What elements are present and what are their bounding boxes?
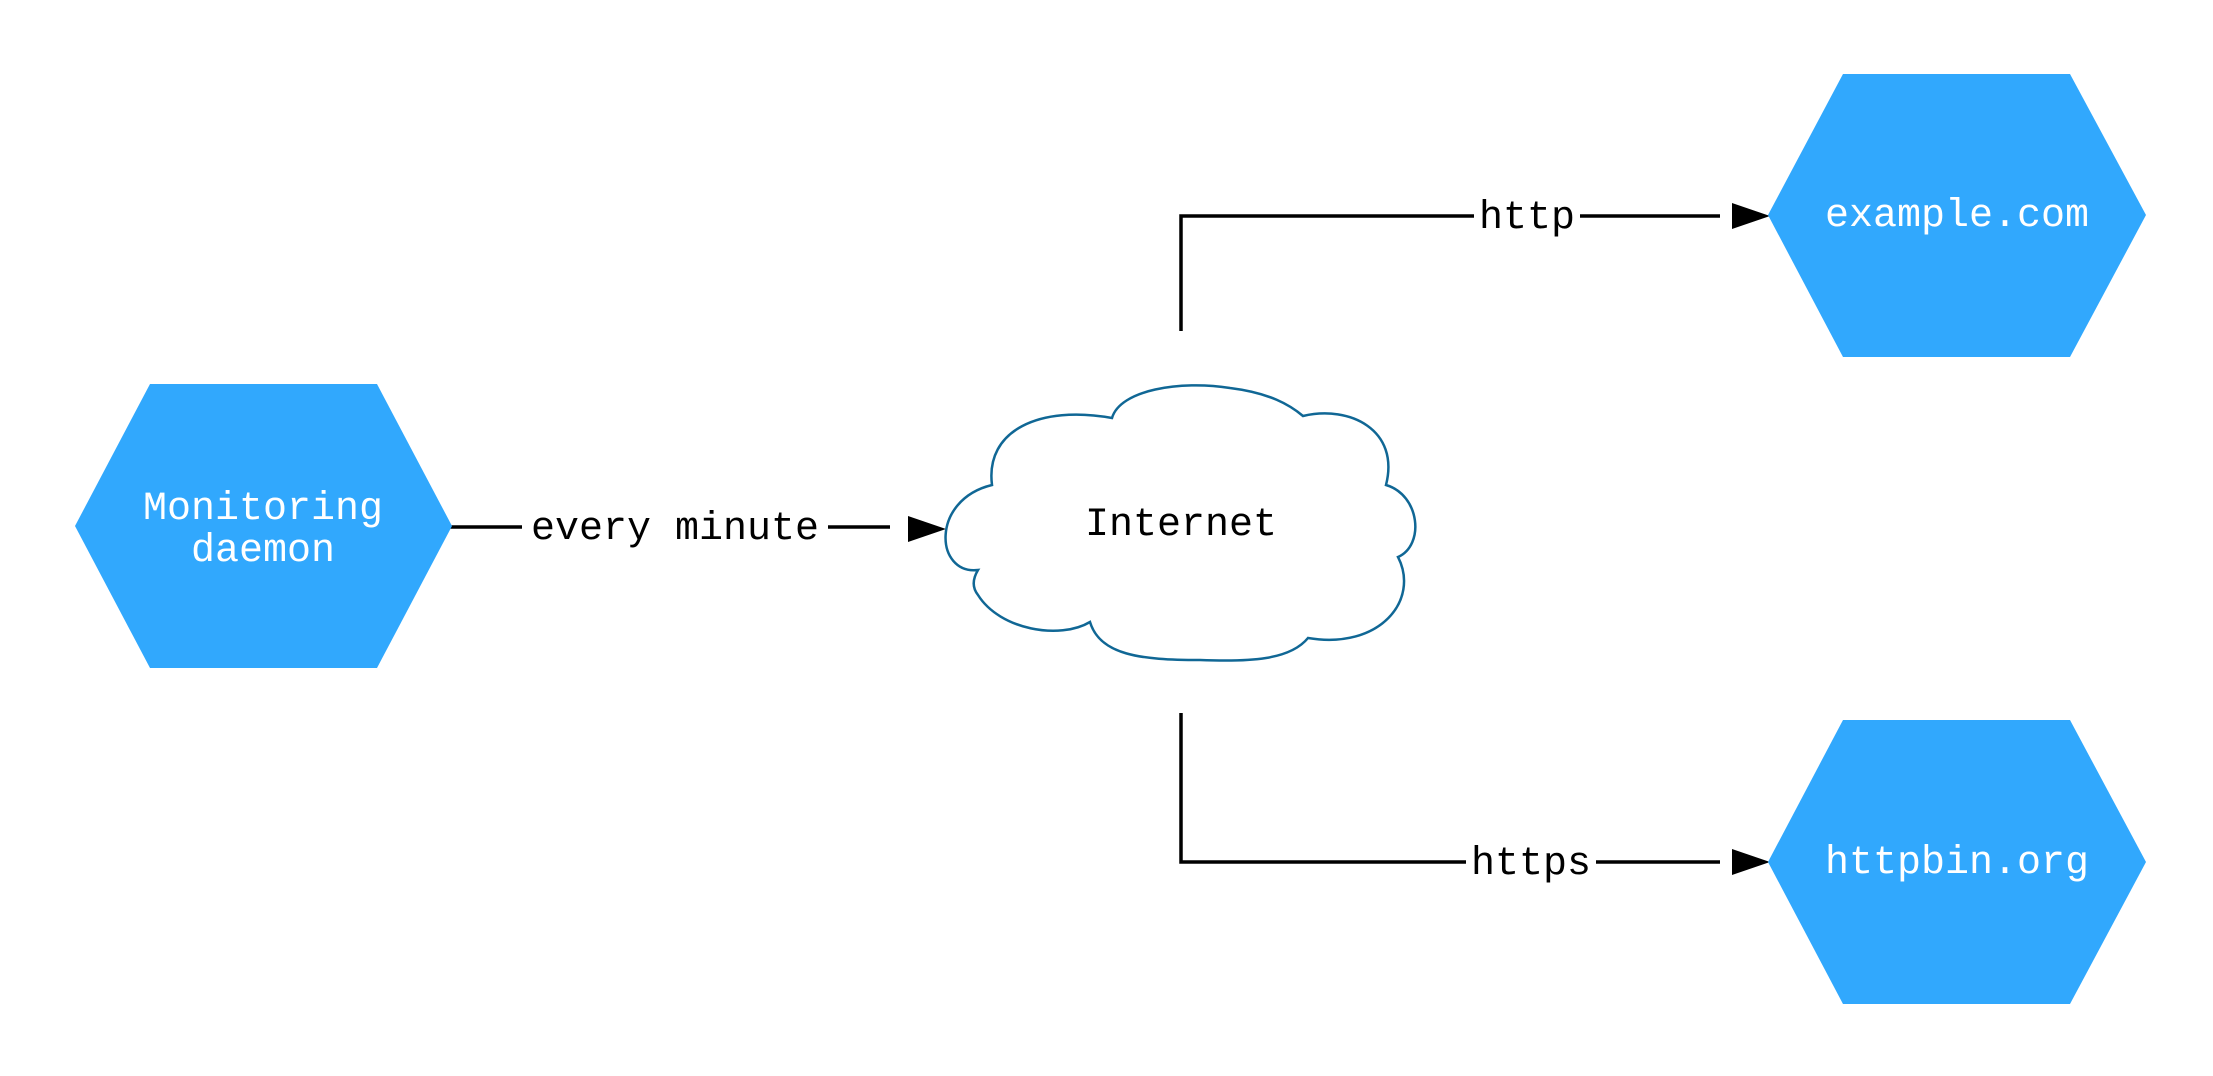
node-internet: Internet: [944, 384, 1417, 662]
node-label-httpbin-org: httpbin.org: [1825, 841, 2089, 886]
edge-monitor-to-internet: every minute: [450, 496, 946, 556]
node-httpbin-org: httpbin.org: [1768, 720, 2146, 1004]
edge-internet-to-example: http: [1179, 186, 1770, 331]
edge-label-every-minute: every minute: [531, 507, 819, 552]
edge-label-https: https: [1471, 842, 1591, 887]
node-label-monitoring: Monitoring: [143, 487, 383, 532]
cloud-shape: [944, 384, 1417, 662]
hexagon-shape: [1768, 74, 2146, 357]
node-label-daemon: daemon: [191, 529, 335, 574]
node-monitoring-daemon: Monitoring daemon: [75, 384, 452, 668]
edge-internet-to-httpbin: https: [1179, 713, 1770, 890]
edge-label-http: http: [1479, 196, 1575, 241]
node-example-com: example.com: [1768, 74, 2146, 357]
hexagon-shape: [1768, 720, 2146, 1004]
hexagon-shape: [75, 384, 452, 668]
node-label-example-com: example.com: [1825, 194, 2089, 239]
node-label-internet: Internet: [1085, 503, 1277, 548]
